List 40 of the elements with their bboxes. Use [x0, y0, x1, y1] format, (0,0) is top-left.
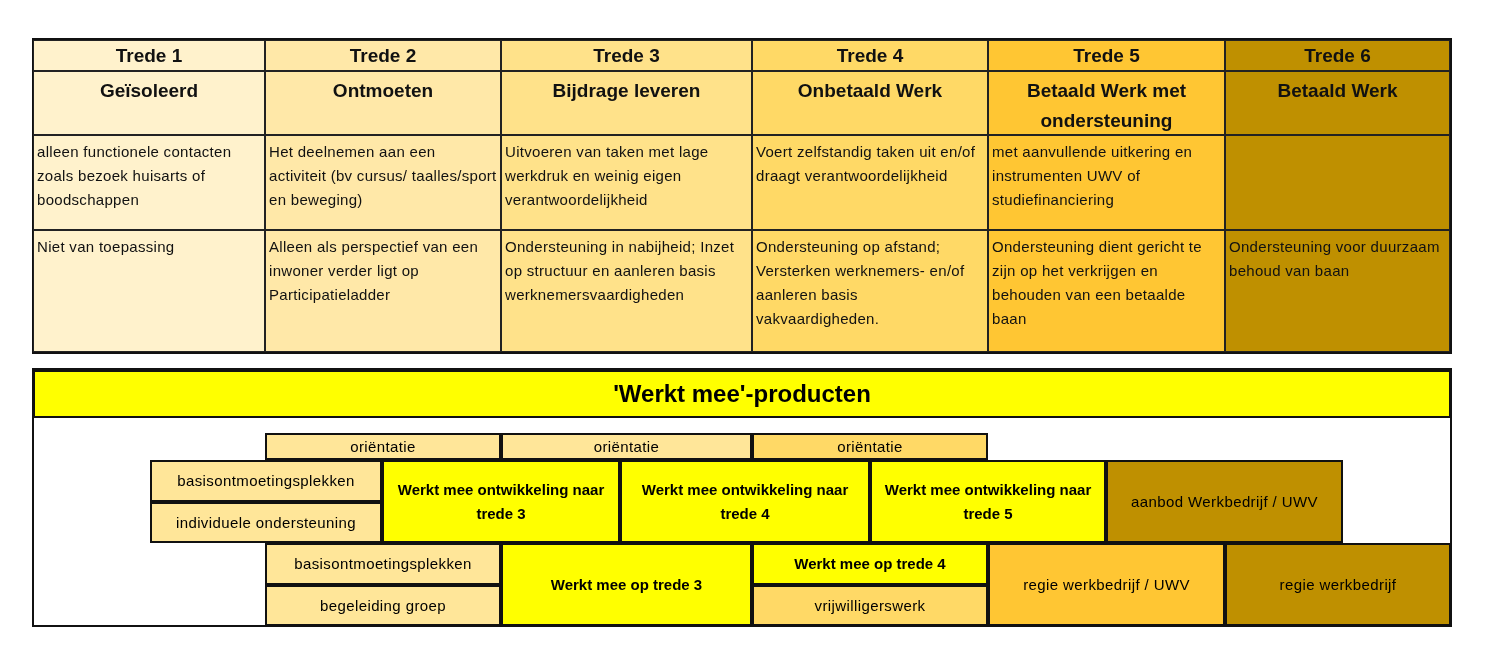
- table-cell: Alleen als perspectief van een inwoner verder ligt op Participatieladder: [265, 230, 501, 352]
- product-box: vrijwilligerswerk: [752, 585, 988, 626]
- product-box: Werkt mee op trede 4: [752, 543, 988, 585]
- table-cell: Ondersteuning op afstand; Versterken werknemers- en/of aanleren basis vakvaardigheden.: [752, 230, 988, 352]
- section-header-band: 'Werkt mee'-producten: [33, 370, 1451, 418]
- product-box: oriëntatie: [265, 433, 501, 460]
- product-box: Werkt mee ontwikkeling naar trede 5: [870, 460, 1106, 543]
- product-box: Werkt mee op trede 3: [501, 543, 752, 626]
- header-cell: Trede 4: [752, 40, 988, 71]
- header-cell: Bijdrage leveren: [501, 71, 752, 135]
- header-cell: Betaald Werk met ondersteuning: [988, 71, 1225, 135]
- table-cell: alleen functionele contacten zoals bezoek huisarts of boodschappen: [33, 135, 265, 230]
- table-cell: met aanvullende uitkering en instrumenten UWV of studiefinanciering: [988, 135, 1225, 230]
- product-box: begeleiding groep: [265, 585, 501, 626]
- header-cell: Onbetaald Werk: [752, 71, 988, 135]
- product-box: regie werkbedrijf / UWV: [988, 543, 1225, 626]
- header-cell: Geïsoleerd: [33, 71, 265, 135]
- table-cell: Ondersteuning voor duurzaam behoud van baan: [1225, 230, 1450, 352]
- product-box: aanbod Werkbedrijf / UWV: [1106, 460, 1343, 543]
- table-cell: Ondersteuning in nabijheid; Inzet op structuur en aanleren basis werknemersvaardigheden: [501, 230, 752, 352]
- header-cell: Trede 2: [265, 40, 501, 71]
- product-box: Werkt mee ontwikkeling naar trede 4: [620, 460, 870, 543]
- product-box: oriëntatie: [501, 433, 752, 460]
- header-cell: Betaald Werk: [1225, 71, 1450, 135]
- product-box: oriëntatie: [752, 433, 988, 460]
- header-cell: Trede 6: [1225, 40, 1450, 71]
- table-cell: Het deelnemen aan een activiteit (bv cursus/ taalles/sport en beweging): [265, 135, 501, 230]
- header-cell: Trede 5: [988, 40, 1225, 71]
- table-cell: Ondersteuning dient gericht te zijn op het verkrijgen en behouden van een betaalde baan: [988, 230, 1225, 352]
- product-box: basisontmoetingsplekken: [265, 543, 501, 585]
- product-box: regie werkbedrijf: [1225, 543, 1451, 626]
- product-box: Werkt mee ontwikkeling naar trede 3: [382, 460, 620, 543]
- product-box: individuele ondersteuning: [150, 502, 382, 543]
- product-box: basisontmoetingsplekken: [150, 460, 382, 502]
- header-cell: Trede 3: [501, 40, 752, 71]
- header-cell: Trede 1: [33, 40, 265, 71]
- table-cell: Voert zelfstandig taken uit en/of draagt verantwoordelijkheid: [752, 135, 988, 230]
- table-cell: Niet van toepassing: [33, 230, 265, 352]
- table-cell: Uitvoeren van taken met lage werkdruk en weinig eigen verantwoordelijkheid: [501, 135, 752, 230]
- header-cell: Ontmoeten: [265, 71, 501, 135]
